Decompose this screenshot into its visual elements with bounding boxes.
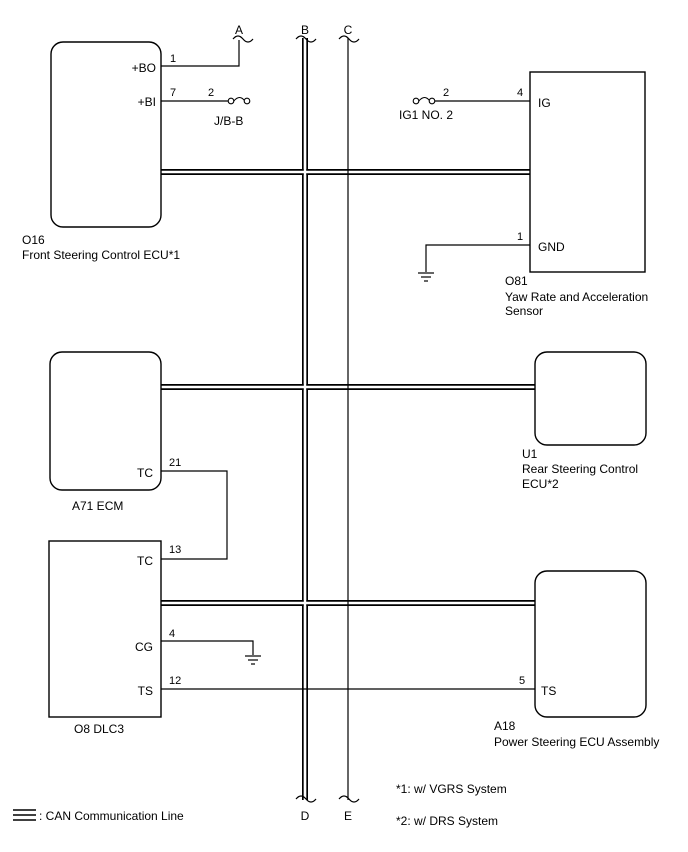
o16-front-steering-control-ecu (50, 41, 162, 228)
o8-cg-terminal: CG (135, 640, 153, 654)
a18-name: Power Steering ECU Assembly (494, 735, 659, 749)
a71-tc-pin: 21 (169, 457, 181, 469)
a18-ts-pin: 5 (519, 675, 525, 687)
o8-tc-pin: 13 (169, 544, 181, 556)
o8-tc-terminal: TC (137, 554, 153, 568)
fuse-icon (412, 96, 436, 105)
o16-name: Front Steering Control ECU*1 (22, 248, 180, 262)
bus-label-b: B (301, 23, 309, 37)
a18-ts-terminal: TS (541, 684, 556, 698)
wire-bo-to-a (161, 40, 240, 67)
ground-symbol-icon (418, 272, 434, 282)
legend-can-line: : CAN Communication Line (39, 809, 184, 823)
o81-name-line1: Yaw Rate and Acceleration (505, 290, 648, 304)
o16-bi-pin: 7 (170, 87, 176, 99)
footnote-1: *1: w/ VGRS System (396, 782, 507, 796)
o81-yaw-rate-sensor (529, 71, 646, 273)
ig1-fuse-name: IG1 NO. 2 (399, 108, 453, 122)
a18-code: A18 (494, 719, 516, 733)
o81-gnd-pin: 1 (517, 231, 523, 243)
o81-code: O81 (505, 274, 528, 288)
a71-ecm (49, 351, 162, 491)
o16-bo-pin: 1 (170, 53, 176, 65)
wire-ecm-tc-to-dlc3-tc (161, 470, 228, 560)
bus-label-e: E (344, 809, 352, 823)
o81-name-line2: Sensor (505, 304, 543, 318)
jb-fuse-pin: 2 (208, 87, 214, 99)
footnote-2: *2: w/ DRS System (396, 814, 498, 828)
u1-name-line1: Rear Steering Control (522, 462, 638, 476)
a71-tc-terminal: TC (137, 466, 153, 480)
o8-ts-pin: 12 (169, 675, 181, 687)
u1-rear-steering-control-ecu (534, 351, 647, 446)
wire-cg-to-ground (161, 640, 254, 655)
o16-bi-terminal: +BI (138, 95, 156, 109)
ig1-fuse-pin: 2 (443, 87, 449, 99)
a18-power-steering-ecu-assembly (534, 570, 647, 718)
u1-name-line2: ECU*2 (522, 477, 559, 491)
ground-symbol-icon (245, 655, 261, 665)
jb-fuse-name: J/B-B (214, 114, 243, 128)
o8-label: O8 DLC3 (74, 722, 124, 736)
fuse-icon (227, 96, 251, 105)
u1-code: U1 (522, 447, 538, 461)
o8-ts-terminal: TS (138, 684, 153, 698)
bus-label-d: D (301, 809, 310, 823)
o81-ig-pin: 4 (517, 87, 523, 99)
o16-bo-terminal: +BO (132, 61, 156, 75)
o81-gnd-terminal: GND (538, 240, 565, 254)
o8-dlc3 (48, 540, 162, 718)
connector-break-icon (232, 35, 360, 803)
a71-label: A71 ECM (72, 499, 123, 513)
can-line-icon (13, 809, 36, 821)
bus-label-a: A (235, 23, 243, 37)
wire-gnd-to-ground (425, 244, 530, 272)
o8-cg-pin: 4 (169, 628, 175, 640)
o16-code: O16 (22, 233, 45, 247)
o81-ig-terminal: IG (538, 96, 551, 110)
bus-label-c: C (344, 23, 353, 37)
